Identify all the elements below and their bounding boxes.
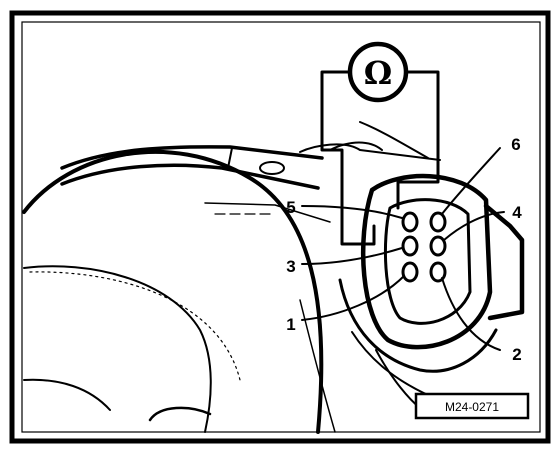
ohm-symbol: Ω [364,54,392,92]
pin-4-terminal [429,235,447,257]
leader-line-2 [441,277,501,351]
reference-code: M24-0271 [445,400,499,414]
pin-2-terminal [429,261,447,283]
leader-line-4 [443,211,505,241]
pin-3-terminal [401,235,419,257]
wiring-harness [60,143,441,190]
callout-pin-1: 1 [286,315,295,334]
leader-line-5 [301,205,403,219]
callout-pin-5: 5 [286,198,295,217]
callout-pin-3: 3 [286,257,295,276]
sensor-connector [338,173,525,397]
pin-callouts: 1 2 3 4 5 6 [286,135,522,364]
leader-line-3 [301,247,403,265]
meter-lead-left [320,70,376,246]
leader-line-1 [301,275,405,321]
callout-pin-4: 4 [512,203,522,222]
engine-component [22,149,336,434]
pin-5-terminal [401,211,419,233]
pin-6-terminal [429,211,447,233]
connector-housing [360,173,493,350]
leader-line-6 [441,147,501,215]
connector-latch [483,203,525,321]
image-frame [9,10,551,444]
callout-pin-2: 2 [512,345,521,364]
reference-code-box: M24-0271 [414,392,530,420]
ohmmeter: Ω [320,41,440,246]
connector-face [383,198,472,325]
pin-1-terminal [401,261,419,283]
callout-pin-6: 6 [511,135,520,154]
meter-lead-right [396,70,440,210]
